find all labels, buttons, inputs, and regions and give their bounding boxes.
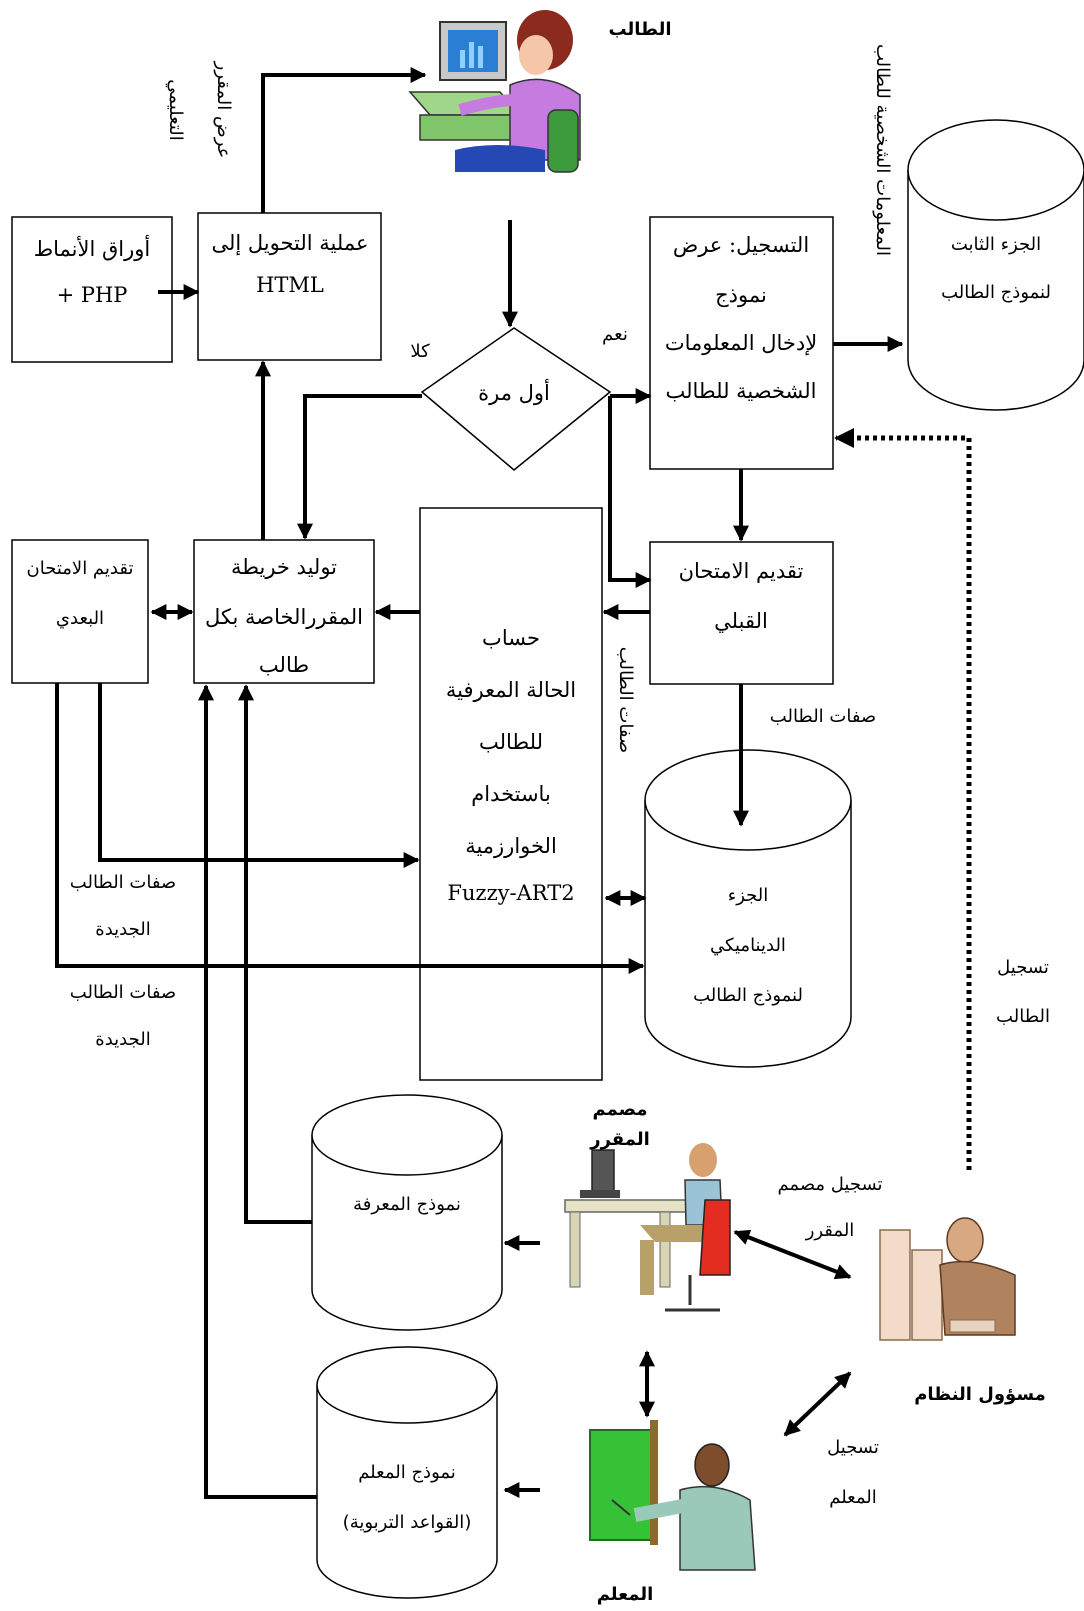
course-map-box: توليد خريطة المقررالخاصة بكل طالب xyxy=(193,539,375,684)
html-conversion-text-2: HTML xyxy=(256,273,324,297)
cognitive-state-text-4: باستخدام xyxy=(471,782,551,807)
system-admin-icon xyxy=(879,1217,1016,1341)
registration-text-4: الشخصية للطالب xyxy=(666,379,817,403)
pretest-text-2: القبلي xyxy=(714,609,768,633)
registration-text-1: التسجيل: عرض xyxy=(673,233,809,258)
register-student-label-1: تسجيل xyxy=(997,957,1049,978)
course-designer-icon xyxy=(564,1143,731,1312)
pretest-text-1: تقديم الامتحان xyxy=(679,559,804,584)
new-attrs-a-label-2: الجديدة xyxy=(95,919,150,940)
knowledge-model-db: نموذج المعرفة xyxy=(311,1094,503,1331)
cognitive-state-text-1: حساب xyxy=(482,626,540,650)
posttest-text-1: تقديم الامتحان xyxy=(27,558,134,579)
registration-text-3: لإدخال المعلومات xyxy=(665,331,817,356)
dynamic-db-text-1: الجزء xyxy=(728,885,769,906)
show-course-label-1: عرض المقرر xyxy=(213,61,234,159)
knowledge-db-text: نموذج المعرفة xyxy=(353,1194,461,1215)
registration-box: التسجيل: عرض نموذج لإدخال المعلومات الشخ… xyxy=(649,216,834,470)
first-time-decision: أول مرة xyxy=(420,327,612,471)
style-sheets-box: أوراق الأنماط + PHP xyxy=(11,216,173,363)
course-designer-label-1: مصمم xyxy=(592,1099,647,1120)
cognitive-state-text-3: للطالب xyxy=(479,730,543,754)
register-teacher-label-1: تسجيل xyxy=(827,1437,879,1458)
show-course-label-2: التعليمي xyxy=(165,79,186,140)
register-designer-label-2: المقرر xyxy=(805,1220,855,1241)
new-attrs-b-label-2: الجديدة xyxy=(95,1029,150,1050)
style-sheets-text-1: أوراق الأنماط xyxy=(34,234,151,262)
register-student-label-2: الطالب xyxy=(996,1006,1050,1027)
html-conversion-text-1: عملية التحويل إلى xyxy=(211,231,368,256)
teacher-db-text-2: (القواعد التربوية) xyxy=(343,1512,472,1533)
first-time-text: أول مرة xyxy=(478,378,550,406)
student-attrs-label: صفات الطالب xyxy=(770,706,876,727)
course-map-text-2: المقررالخاصة بكل xyxy=(205,605,363,630)
student-actor-label: الطالب xyxy=(608,19,671,40)
style-sheets-text-2: + PHP xyxy=(57,283,128,307)
dynamic-db-text-2: الديناميكي xyxy=(710,935,786,956)
cognitive-state-text-5: الخوارزمية xyxy=(465,834,557,859)
new-attrs-a-label-1: صفات الطالب xyxy=(70,872,176,893)
connectors xyxy=(55,67,972,1499)
posttest-text-2: البعدي xyxy=(56,608,104,629)
course-designer-label-2: المقرر xyxy=(589,1129,650,1150)
new-attrs-b-label-1: صفات الطالب xyxy=(70,982,176,1003)
teacher-icon xyxy=(589,1420,756,1571)
register-designer-label-1: تسجيل مصمم xyxy=(777,1174,882,1195)
static-db-text-1: الجزء الثابت xyxy=(951,234,1041,255)
system-admin-label: مسؤول النظام xyxy=(914,1384,1046,1405)
dynamic-db-text-3: لنموذج الطالب xyxy=(693,985,803,1006)
registration-text-2: نموذج xyxy=(715,283,767,308)
teacher-db-text-1: نموذج المعلم xyxy=(358,1462,456,1483)
register-teacher-label-2: المعلم xyxy=(829,1487,877,1508)
yes-label: نعم xyxy=(602,324,628,345)
teacher-label: المعلم xyxy=(597,1584,654,1605)
no-label: كلا xyxy=(410,341,430,362)
personal-info-label: المعلومات الشخصية للطالب xyxy=(872,44,893,256)
student-attrs-vertical-label: صفات الطالب xyxy=(615,647,636,753)
dynamic-student-model-db: الجزء الديناميكي لنموذج الطالب xyxy=(644,749,852,1068)
cognitive-state-text-2: الحالة المعرفية xyxy=(446,678,576,703)
posttest-box: تقديم الامتحان البعدي xyxy=(11,539,149,684)
cognitive-state-box: حساب الحالة المعرفية للطالب باستخدام الخ… xyxy=(419,507,603,1081)
teacher-model-db: نموذج المعلم (القواعد التربوية) xyxy=(316,1346,498,1599)
student-icon xyxy=(408,10,581,173)
course-map-text-3: طالب xyxy=(259,653,309,677)
html-conversion-box: عملية التحويل إلى HTML xyxy=(197,212,382,361)
course-map-text-1: توليد خريطة xyxy=(231,555,337,580)
static-db-text-2: لنموذج الطالب xyxy=(941,282,1051,303)
cognitive-state-text-6: Fuzzy-ART2 xyxy=(447,881,574,905)
pretest-box: تقديم الامتحان القبلي xyxy=(649,541,834,685)
static-student-model-db: الجزء الثابت لنموذج الطالب xyxy=(907,119,1084,411)
